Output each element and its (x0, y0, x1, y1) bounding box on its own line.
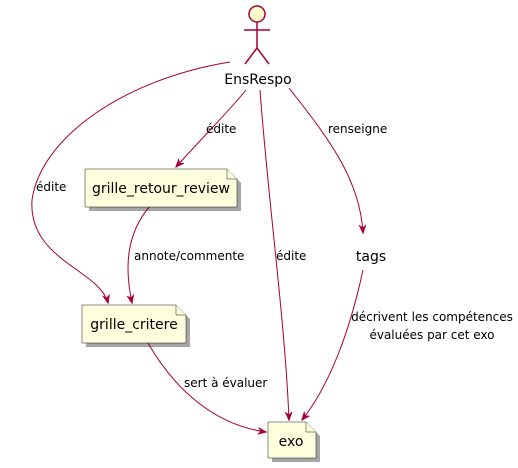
node-tags: tags (356, 249, 386, 265)
edge-annote-commente (128, 205, 151, 303)
node-label-grille-critere: grille_critere (90, 317, 177, 333)
node-grille-critere: grille_critere (81, 304, 190, 347)
actor-head (248, 5, 266, 23)
edge-label-edite-critere: édite (36, 180, 66, 194)
edge-edite-critere (31, 61, 231, 303)
edge-label-sert-a-evaluer: sert à évaluer (184, 376, 267, 390)
edge-decrivent (302, 269, 364, 420)
actor-label: EnsRespo (224, 72, 291, 88)
edge-edite-exo (259, 89, 289, 420)
node-exo: exo (267, 421, 320, 462)
actor-left-leg (244, 47, 258, 65)
edge-label-renseigne: renseigne (328, 122, 387, 136)
edge-label-edite-exo: édite (276, 249, 306, 263)
actor-ensrespo: EnsRespo (224, 5, 292, 88)
edge-renseigne (288, 87, 363, 233)
edge-label-decrivent-1: décrivent les compétences (351, 310, 513, 324)
edge-sert-a-evaluer (147, 342, 266, 432)
edge-edite-review (176, 89, 247, 167)
node-grille-retour-review: grille_retour_review (84, 168, 241, 211)
edge-label-annote-commente: annote/commente (134, 249, 244, 263)
node-label-exo: exo (279, 434, 304, 450)
edge-label-edite-review: édite (206, 122, 236, 136)
actor-right-leg (256, 47, 270, 65)
edge-label-decrivent-2: évaluées par cet exo (369, 328, 494, 342)
node-label-grille-retour-review: grille_retour_review (92, 181, 230, 197)
